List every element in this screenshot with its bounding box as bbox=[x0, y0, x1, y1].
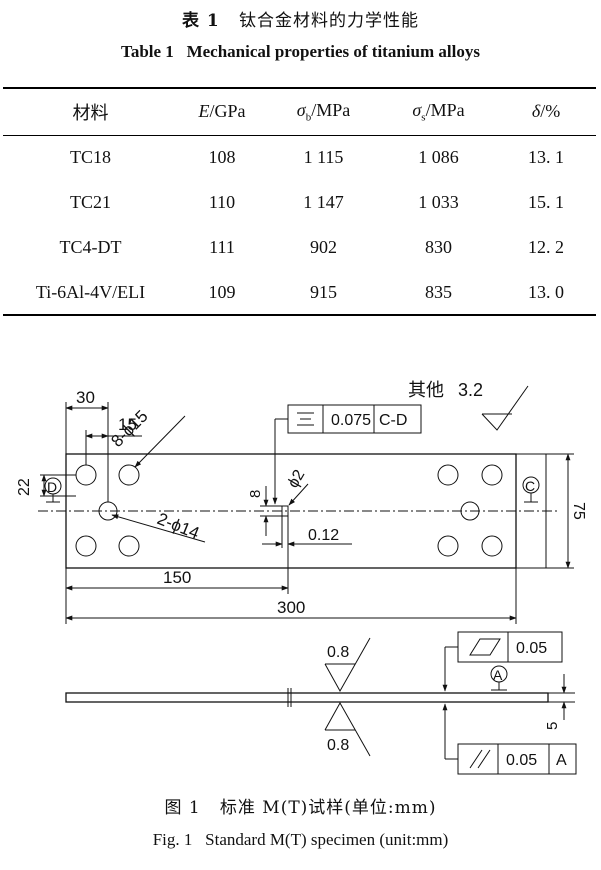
other-roughness-label: 其他 bbox=[408, 380, 444, 400]
roughness-bottom-symbol bbox=[324, 701, 371, 757]
cell-material: TC4-DT bbox=[59, 237, 122, 257]
center-notch bbox=[281, 505, 289, 517]
dim-300: 300 bbox=[277, 598, 305, 617]
cell-yield-strength: 835 bbox=[381, 270, 496, 316]
table-row: TC18 108 1 115 1 086 13. 1 bbox=[3, 135, 596, 180]
table-row: TC4-DT 111 902 830 12. 2 bbox=[3, 225, 596, 270]
datum-d: D bbox=[47, 479, 57, 495]
parallelism-datum-ref: A bbox=[556, 752, 567, 769]
flatness-tolerance: 0.05 bbox=[516, 640, 547, 657]
cell-yield-strength: 1 086 bbox=[418, 147, 459, 168]
parallelism-icon bbox=[469, 749, 483, 769]
symmetry-datum-ref: C-D bbox=[379, 412, 407, 429]
cell-yield-strength: 1 033 bbox=[418, 192, 459, 212]
bolt-hole bbox=[118, 535, 140, 557]
figure-caption-cn: 图 1 标准 M(T)试样(单位:mm) bbox=[0, 793, 601, 818]
specimen-drawing: 30 15 8-ϕ15 2-ϕ14 22 D 75 C 0.075 C-D ϕ2… bbox=[16, 380, 587, 775]
cell-material: Ti-6Al-4V/ELI bbox=[3, 270, 178, 316]
cell-modulus: 110 bbox=[208, 192, 236, 212]
dim-holes-8: 8-ϕ15 bbox=[107, 407, 151, 451]
datum-a: A bbox=[493, 667, 503, 683]
cell-ultimate-strength: 1 115 bbox=[303, 147, 344, 168]
bolt-hole bbox=[481, 535, 503, 557]
roughness-top-symbol bbox=[324, 637, 371, 693]
plate-side-view bbox=[65, 692, 549, 703]
flatness-icon bbox=[469, 638, 501, 656]
cell-elongation: 12. 2 bbox=[528, 237, 564, 257]
dim-22: 22 bbox=[16, 478, 33, 496]
dim-holes-2: 2-ϕ14 bbox=[155, 509, 202, 543]
cell-material: TC18 bbox=[69, 147, 111, 168]
roughness-bottom: 0.8 bbox=[327, 737, 349, 754]
cell-ultimate-strength: 1 147 bbox=[303, 192, 344, 212]
figure-caption-en-label: Fig. 1 bbox=[152, 830, 193, 849]
table-row: TC21 110 1 147 1 033 15. 1 bbox=[3, 180, 596, 225]
cell-yield-strength: 830 bbox=[425, 237, 452, 257]
properties-table: 材料 E/GPa σb/MPa σs/MPa δ/% TC18 108 1 11… bbox=[3, 87, 596, 316]
cell-elongation: 13. 1 bbox=[528, 147, 564, 168]
table-header-row: 材料 E/GPa σb/MPa σs/MPa δ/% bbox=[3, 87, 596, 136]
bolt-hole bbox=[437, 464, 459, 486]
cell-modulus: 111 bbox=[209, 237, 235, 257]
header-elongation: δ/% bbox=[496, 87, 596, 136]
dim-75: 75 bbox=[570, 502, 587, 520]
cell-elongation: 13. 0 bbox=[496, 270, 596, 316]
dim-pin: ϕ2 bbox=[285, 467, 309, 491]
figure-caption-cn-text: 标准 M(T)试样(单位:mm) bbox=[219, 798, 437, 818]
cell-elongation: 15. 1 bbox=[528, 192, 564, 212]
header-ultimate-strength: σb/MPa bbox=[266, 87, 381, 136]
header-material: 材料 bbox=[3, 87, 178, 136]
table-caption-cn-text: 钛合金材料的力学性能 bbox=[238, 11, 419, 31]
cell-material: TC21 bbox=[69, 192, 111, 212]
dim-15: 15 bbox=[118, 415, 137, 434]
datum-c: C bbox=[525, 478, 535, 494]
bolt-hole bbox=[481, 464, 503, 486]
header-modulus: E/GPa bbox=[178, 87, 266, 136]
cell-ultimate-strength: 915 bbox=[266, 270, 381, 316]
dim-150: 150 bbox=[163, 568, 191, 587]
bolt-hole bbox=[75, 535, 97, 557]
cell-modulus: 109 bbox=[178, 270, 266, 316]
symmetry-tolerance: 0.075 bbox=[331, 412, 371, 429]
dim-8: 8 bbox=[247, 490, 264, 498]
table-caption-cn-label: 表 1 bbox=[182, 11, 220, 31]
figure-caption-cn-label: 图 1 bbox=[164, 798, 201, 818]
header-yield-strength: σs/MPa bbox=[381, 87, 496, 136]
pin-hole bbox=[460, 501, 480, 521]
table-caption-cn: 表 1 钛合金材料的力学性能 bbox=[0, 6, 601, 31]
figure-caption-en-text: Standard M(T) specimen (unit:mm) bbox=[205, 830, 449, 849]
cell-modulus: 108 bbox=[208, 147, 236, 168]
bolt-hole bbox=[437, 535, 459, 557]
roughness-top: 0.8 bbox=[327, 644, 349, 661]
dim-012: 0.12 bbox=[308, 527, 339, 544]
bolt-hole bbox=[75, 464, 97, 486]
dim-5: 5 bbox=[544, 722, 561, 730]
parallelism-tolerance: 0.05 bbox=[506, 752, 537, 769]
other-roughness-value: 3.2 bbox=[458, 380, 483, 400]
dim-30: 30 bbox=[76, 388, 95, 407]
figure-caption-en: Fig. 1 Standard M(T) specimen (unit:mm) bbox=[0, 830, 601, 850]
table-row: Ti-6Al-4V/ELI 109 915 835 13. 0 bbox=[3, 270, 596, 316]
bolt-hole bbox=[118, 464, 140, 486]
table-caption-en: Table 1 Mechanical properties of titaniu… bbox=[0, 42, 601, 62]
table-caption-en-label: Table 1 bbox=[121, 42, 174, 61]
table-caption-en-text: Mechanical properties of titanium alloys bbox=[186, 42, 480, 61]
roughness-symbol bbox=[481, 385, 529, 431]
cell-ultimate-strength: 902 bbox=[310, 237, 337, 257]
